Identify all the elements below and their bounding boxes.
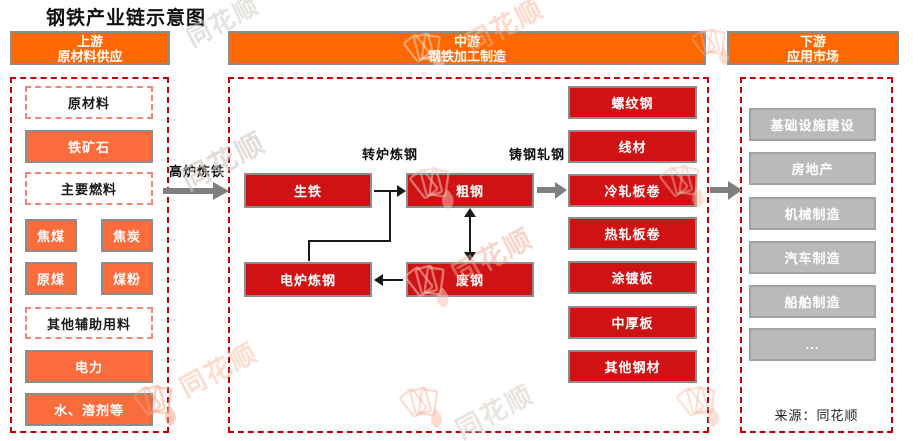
downstream-header: 下游 应用市场 <box>727 31 899 65</box>
product-box-cold-rolled-coil: 冷轧板卷 <box>568 174 697 207</box>
downstream-item-others: ... <box>749 328 876 361</box>
process-box-eaf-steelmaking: 电炉炼钢 <box>244 262 372 297</box>
upstream-header: 上游 原材料供应 <box>10 31 170 65</box>
downstream-item-automobile: 汽车制造 <box>749 241 876 274</box>
upstream-item-coke: 焦炭 <box>101 219 153 252</box>
midstream-header-line2: 钢铁加工制造 <box>427 49 506 64</box>
product-box-medium-plate: 中厚板 <box>568 306 697 339</box>
upstream-item-auxiliary-materials: 其他辅助用料 <box>25 307 153 339</box>
arrow-products-to-downstream <box>710 181 742 200</box>
midstream-header-line1: 中游 <box>453 34 480 49</box>
upstream-item-raw-coal: 原煤 <box>25 262 77 295</box>
upstream-item-main-fuel: 主要燃料 <box>25 172 153 205</box>
page-title: 钢铁产业链示意图 <box>46 8 207 29</box>
product-box-rebar: 螺纹钢 <box>568 86 697 119</box>
midstream-container <box>228 77 709 433</box>
product-box-other-steel: 其他钢材 <box>568 350 697 383</box>
downstream-header-line2: 应用市场 <box>786 49 839 64</box>
flow-label-blast-furnace: 高炉炼铁 <box>168 164 225 179</box>
downstream-item-machinery: 机械制造 <box>749 197 876 230</box>
product-box-wire-rod: 线材 <box>568 130 697 163</box>
upstream-item-iron-ore: 铁矿石 <box>25 130 153 163</box>
flow-label-converter: 转炉炼钢 <box>361 147 418 162</box>
downstream-container <box>740 77 893 433</box>
process-box-pig-iron: 生铁 <box>244 173 372 208</box>
midstream-header: 中游 钢铁加工制造 <box>228 31 706 65</box>
upstream-item-raw-materials: 原材料 <box>25 86 153 119</box>
product-box-coated-plate: 涂镀板 <box>568 261 697 294</box>
downstream-item-real-estate: 房地产 <box>749 152 876 185</box>
process-box-scrap-steel: 废钢 <box>406 262 534 297</box>
downstream-item-shipbuilding: 船舶制造 <box>749 285 876 318</box>
upstream-item-coal-powder: 煤粉 <box>101 262 153 295</box>
upstream-container <box>10 77 169 433</box>
upstream-header-line2: 原材料供应 <box>57 49 123 64</box>
downstream-header-line1: 下游 <box>799 34 826 49</box>
flow-label-cast-roll: 铸钢轧钢 <box>508 147 565 162</box>
product-box-hot-rolled-coil: 热轧板卷 <box>568 217 697 250</box>
arrow-upstream-to-midstream <box>163 182 229 200</box>
upstream-item-water-solvent: 水、溶剂等 <box>25 393 153 426</box>
process-box-crude-steel: 粗钢 <box>406 173 534 208</box>
source-note: 来源：同花顺 <box>774 408 859 423</box>
upstream-item-coking-coal: 焦煤 <box>25 219 77 252</box>
upstream-item-electricity: 电力 <box>25 350 153 383</box>
upstream-header-line1: 上游 <box>76 34 103 49</box>
downstream-item-infrastructure: 基础设施建设 <box>749 108 876 141</box>
